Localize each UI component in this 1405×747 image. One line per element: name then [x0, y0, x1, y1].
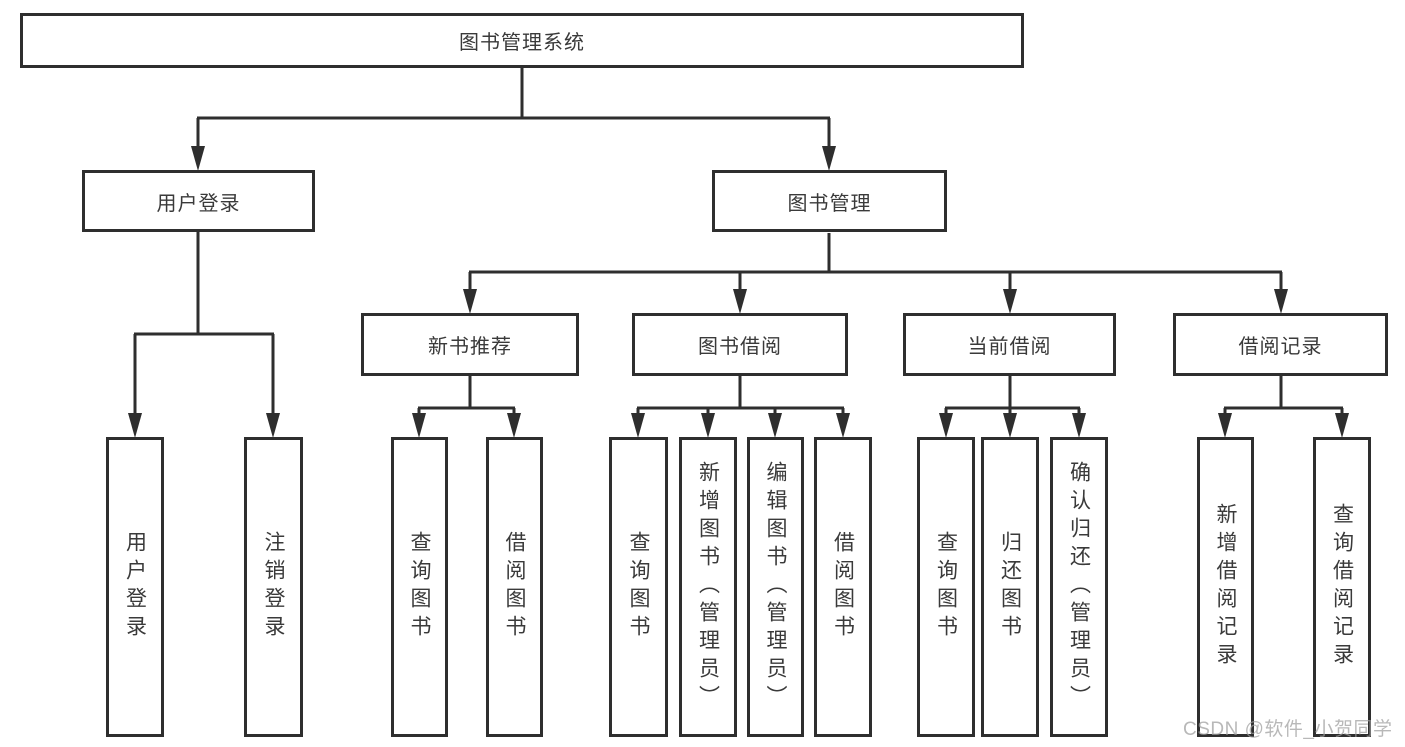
level3-label: 新书推荐 [428, 336, 512, 358]
leaf-label: 借阅图书 [503, 531, 526, 643]
level3-box-borrow-records: 借阅记录 [1173, 313, 1388, 376]
leaf-box-confirm-return-admin: 确认归还（管理员） [1050, 437, 1108, 737]
root-label: 图书管理系统 [459, 32, 585, 54]
leaf-box-borrow-books: 借阅图书 [814, 437, 872, 737]
level2-box-book-management: 图书管理 [712, 170, 947, 232]
leaf-box-add-borrow-record: 新增借阅记录 [1197, 437, 1254, 737]
leaf-label: 查询图书 [408, 531, 431, 643]
level3-label: 图书借阅 [698, 336, 782, 358]
level2-label: 图书管理 [787, 192, 872, 215]
leaf-box-search-borrow-record: 查询借阅记录 [1313, 437, 1371, 737]
csdn-watermark: CSDN @软件_小贺同学 [1183, 719, 1393, 740]
leaf-label: 编辑图书（管理员） [764, 461, 787, 713]
leaf-box-edit-books-admin: 编辑图书（管理员） [747, 437, 804, 737]
leaf-box-user-login: 用户登录 [106, 437, 164, 737]
leaf-label: 查询图书 [934, 531, 958, 643]
level3-box-current-borrow: 当前借阅 [903, 313, 1116, 376]
level3-box-new-book-recommend: 新书推荐 [361, 313, 579, 376]
leaf-label: 用户登录 [123, 531, 147, 643]
leaf-label: 确认归还（管理员） [1067, 461, 1091, 713]
root-box-library-system: 图书管理系统 [20, 13, 1024, 68]
leaf-box-search-books-borrow: 查询图书 [609, 437, 668, 737]
level3-label: 当前借阅 [967, 336, 1052, 358]
leaf-box-logout: 注销登录 [244, 437, 303, 737]
leaf-label: 新增借阅记录 [1214, 503, 1237, 671]
leaf-label: 查询图书 [627, 531, 650, 643]
level3-box-book-borrow: 图书借阅 [632, 313, 848, 376]
leaf-label: 查询借阅记录 [1330, 503, 1354, 671]
leaf-label: 新增图书（管理员） [696, 461, 720, 713]
level2-box-user-login: 用户登录 [82, 170, 315, 232]
leaf-label: 归还图书 [998, 531, 1022, 643]
level2-label: 用户登录 [156, 192, 241, 215]
leaf-box-return-books: 归还图书 [981, 437, 1039, 737]
level3-label: 借阅记录 [1238, 336, 1323, 358]
leaf-box-search-books-current: 查询图书 [917, 437, 975, 737]
leaf-box-borrow-books-recommend: 借阅图书 [486, 437, 543, 737]
leaf-box-search-books-recommend: 查询图书 [391, 437, 448, 737]
leaf-label: 借阅图书 [831, 531, 855, 643]
leaf-box-add-books-admin: 新增图书（管理员） [679, 437, 737, 737]
leaf-label: 注销登录 [262, 531, 285, 643]
